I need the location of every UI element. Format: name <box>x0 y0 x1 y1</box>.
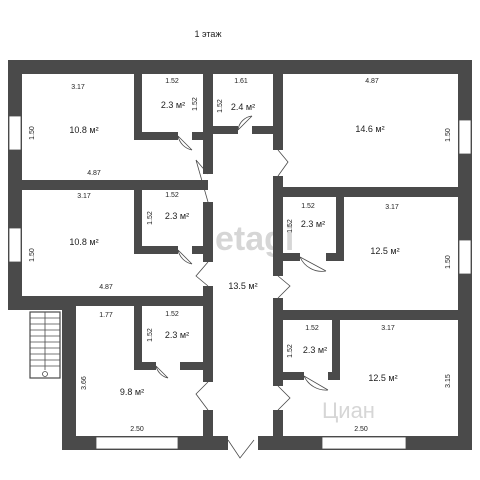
window-bottom-right <box>321 436 407 450</box>
room-2: 4.87 14.6 м² 1.50 <box>355 78 452 142</box>
wc-5: 1.52 1.52 2.3 м² <box>147 311 189 342</box>
room-3: 3.17 1.50 10.8 м² 4.87 <box>29 193 113 291</box>
wc-4-width: 1.52 <box>301 203 315 210</box>
staircase <box>29 311 61 379</box>
floor-title: 1 этаж <box>195 29 222 39</box>
wc-3-height: 1.52 <box>147 211 154 225</box>
wc-1-width: 1.52 <box>165 78 179 85</box>
window-left-top <box>8 115 22 151</box>
wc-2: 1.61 1.52 2.4 м² <box>217 78 255 113</box>
outer-walls <box>8 60 472 450</box>
wc-3-area: 2.3 м² <box>165 211 189 221</box>
room-1-height: 1.50 <box>29 126 36 140</box>
room-3-height: 1.50 <box>29 248 36 262</box>
wc-4: 1.52 1.52 2.3 м² <box>287 203 325 233</box>
wc-1: 1.52 2.3 м² 1.52 <box>161 78 199 111</box>
wc-3-width: 1.52 <box>165 192 179 199</box>
windows <box>8 115 472 450</box>
room-6-width-bottom: 2.50 <box>354 426 368 433</box>
room-4-height: 1.50 <box>445 255 452 269</box>
room-2-width: 4.87 <box>365 78 379 85</box>
window-bottom-left <box>95 436 179 450</box>
wc-4-area: 2.3 м² <box>301 219 325 229</box>
room-5-width-bottom: 2.50 <box>130 426 144 433</box>
room-1-area: 10.8 м² <box>69 125 98 135</box>
room-4-area: 12.5 м² <box>370 246 399 256</box>
room-4-width: 3.17 <box>385 204 399 211</box>
room-1-width-bottom: 4.87 <box>87 170 101 177</box>
room-3-width: 3.17 <box>77 193 91 200</box>
room-1-width: 3.17 <box>71 84 85 91</box>
wc-4-height: 1.52 <box>287 219 294 233</box>
watermark-cian: Циан <box>322 398 375 423</box>
wc-6-area: 2.3 м² <box>303 345 327 355</box>
room-5-width: 1.77 <box>99 312 113 319</box>
room-4: 3.17 12.5 м² 1.50 <box>370 204 452 269</box>
wc-1-area: 2.3 м² <box>161 100 185 110</box>
entrance-door <box>227 439 255 459</box>
room-1: 3.17 1.50 10.8 м² 4.87 <box>29 84 101 177</box>
room-6: 3.17 12.5 м² 3.15 2.50 <box>354 325 452 433</box>
wc-5-area: 2.3 м² <box>165 330 189 340</box>
interior-walls <box>22 74 458 440</box>
wc-2-width: 1.61 <box>234 78 248 85</box>
wc-2-area: 2.4 м² <box>231 102 255 112</box>
wc-3: 1.52 1.52 2.3 м² <box>147 192 189 225</box>
window-left-mid <box>8 227 22 263</box>
wc-6-height: 1.52 <box>287 344 294 358</box>
room-5-area: 9.8 м² <box>120 387 144 397</box>
room-3-area: 10.8 м² <box>69 237 98 247</box>
wc-5-height: 1.52 <box>147 328 154 342</box>
room-3-width-bottom: 4.87 <box>99 284 113 291</box>
wc-6-width: 1.52 <box>305 325 319 332</box>
wc-6: 1.52 1.52 2.3 м² <box>287 325 327 358</box>
window-right-top <box>458 119 472 155</box>
room-6-area: 12.5 м² <box>368 373 397 383</box>
wc-5-width: 1.52 <box>165 311 179 318</box>
room-2-height: 1.50 <box>445 128 452 142</box>
room-5: 1.77 3.66 9.8 м² 2.50 <box>81 312 144 433</box>
corridor: 13.5 м² <box>228 281 257 291</box>
wc-2-height: 1.52 <box>217 99 224 113</box>
wc-1-height: 1.52 <box>192 97 199 111</box>
window-right-mid <box>458 239 472 275</box>
doors <box>155 115 329 459</box>
room-2-area: 14.6 м² <box>355 124 384 134</box>
room-5-height: 3.66 <box>81 376 88 390</box>
room-6-height: 3.15 <box>445 374 452 388</box>
room-6-width: 3.17 <box>381 325 395 332</box>
corridor-area: 13.5 м² <box>228 281 257 291</box>
